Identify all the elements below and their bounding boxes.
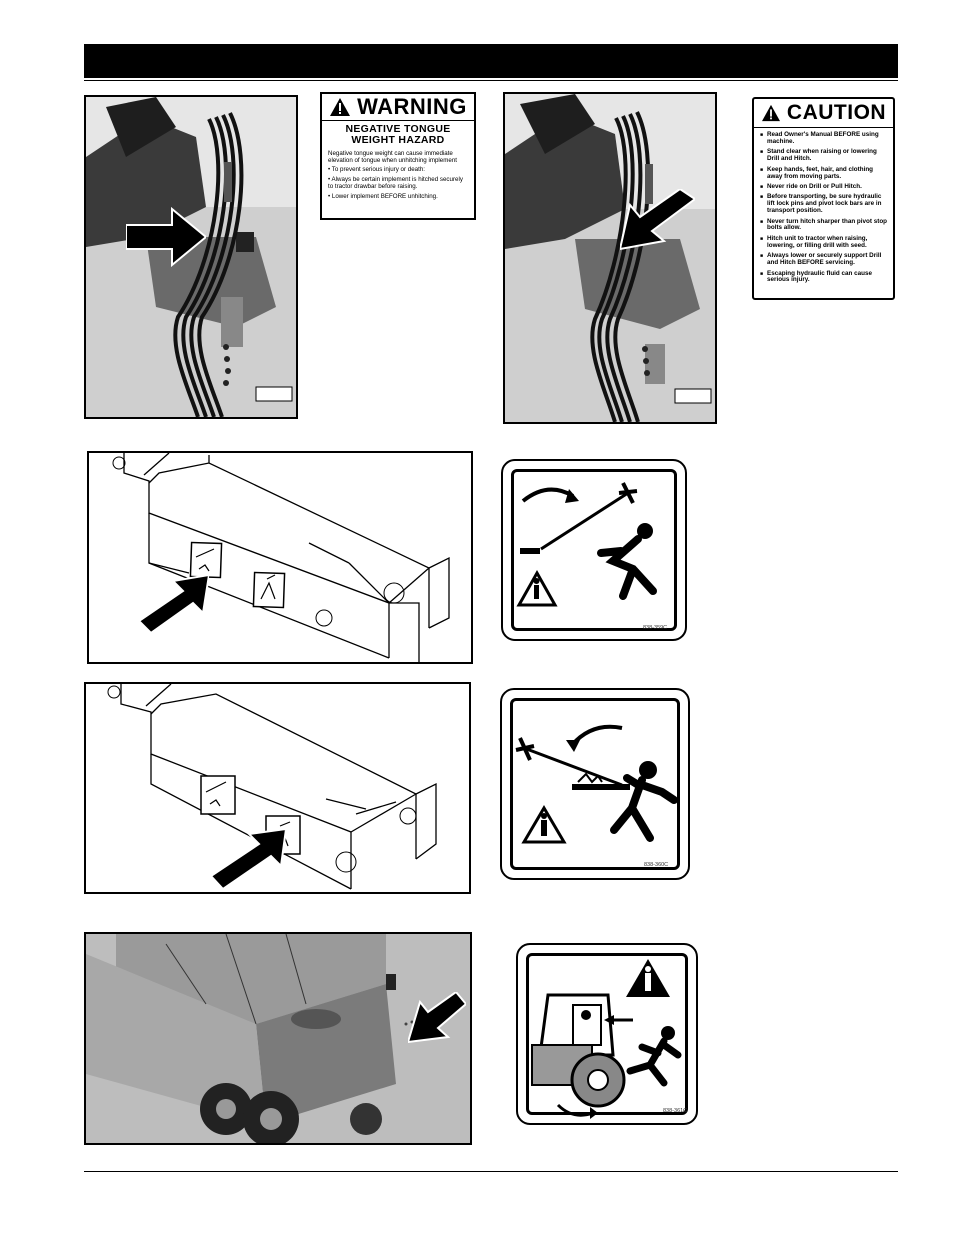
caution-item: Before transporting, be sure hydraulic l… xyxy=(760,193,887,215)
warning-triangle-icon xyxy=(330,98,351,116)
warning-decal-header: WARNING xyxy=(322,94,474,121)
pictorial-decal-1-border xyxy=(511,469,677,631)
caution-item: Read Owner's Manual BEFORE using machine… xyxy=(760,131,887,146)
warning-item: • To prevent serious injury or death: xyxy=(328,166,425,174)
warning-items: • To prevent serious injury or death: • … xyxy=(328,166,468,200)
pictorial-decal-3-image xyxy=(531,959,682,1119)
pointer-arrow-icon xyxy=(620,189,695,251)
hitch-photo-right-image xyxy=(505,94,715,422)
footer-rule xyxy=(84,1171,898,1172)
pointer-arrow-icon xyxy=(211,827,286,889)
pointer-arrow-icon xyxy=(408,992,466,1044)
frame-drawing-1 xyxy=(87,451,473,664)
warning-subtitle: NEGATIVE TONGUE WEIGHT HAZARD xyxy=(345,123,451,146)
pictorial-decal-3: 838-361C xyxy=(516,943,698,1125)
caution-item: Escaping hydraulic fluid can cause serio… xyxy=(760,270,887,285)
caution-item: Never ride on Drill or Pull Hitch. xyxy=(760,183,887,191)
caution-item: Hitch unit to tractor when raising, lowe… xyxy=(760,235,887,250)
drill-photo-image xyxy=(86,934,470,1143)
caution-decal-header: CAUTION xyxy=(754,99,893,128)
decal-part-number: 838-361C xyxy=(663,1108,688,1114)
drill-photo xyxy=(84,932,472,1145)
hitch-photo-right xyxy=(503,92,717,424)
pictorial-decal-2-image xyxy=(515,724,678,844)
caution-item: Always lower or securely support Drill a… xyxy=(760,252,887,267)
caution-decal: CAUTION Read Owner's Manual BEFORE using… xyxy=(752,97,895,300)
pictorial-decal-1-image xyxy=(516,482,657,607)
pictorial-decal-2-border xyxy=(510,698,680,870)
warning-body: Negative tongue weight can cause immedia… xyxy=(328,150,457,165)
caution-item: Never turn hitch sharper than pivot stop… xyxy=(760,218,887,233)
caution-item: Keep hands, feet, hair, and clothing awa… xyxy=(760,166,887,181)
frame-drawing-2 xyxy=(84,682,471,894)
warning-decal: WARNING NEGATIVE TONGUE WEIGHT HAZARD Ne… xyxy=(320,92,476,220)
pictorial-decal-1: 838-359C xyxy=(501,459,687,641)
warning-item: • Always be certain implement is hitched… xyxy=(328,176,463,191)
caution-title: CAUTION xyxy=(786,101,887,124)
header-bar xyxy=(84,44,898,78)
caution-item: Stand clear when raising or lowering Dri… xyxy=(760,148,887,163)
pointer-arrow-icon xyxy=(126,207,206,267)
warning-item: • Lower implement BEFORE unhitching. xyxy=(328,193,438,201)
warning-title: WARNING xyxy=(357,94,467,119)
hitch-photo-left-image xyxy=(86,97,296,417)
decal-part-number: 838-359C xyxy=(643,625,668,631)
caution-items: Read Owner's Manual BEFORE using machine… xyxy=(760,131,887,285)
header-rule xyxy=(84,80,898,81)
pictorial-decal-3-border xyxy=(526,953,688,1115)
warning-triangle-icon xyxy=(761,104,780,122)
hitch-photo-left xyxy=(84,95,298,419)
decal-part-number: 838-360C xyxy=(644,862,669,868)
pointer-arrow-icon xyxy=(139,573,209,633)
frame-drawing-1-image xyxy=(112,453,450,662)
pictorial-decal-2: 838-360C xyxy=(500,688,690,880)
